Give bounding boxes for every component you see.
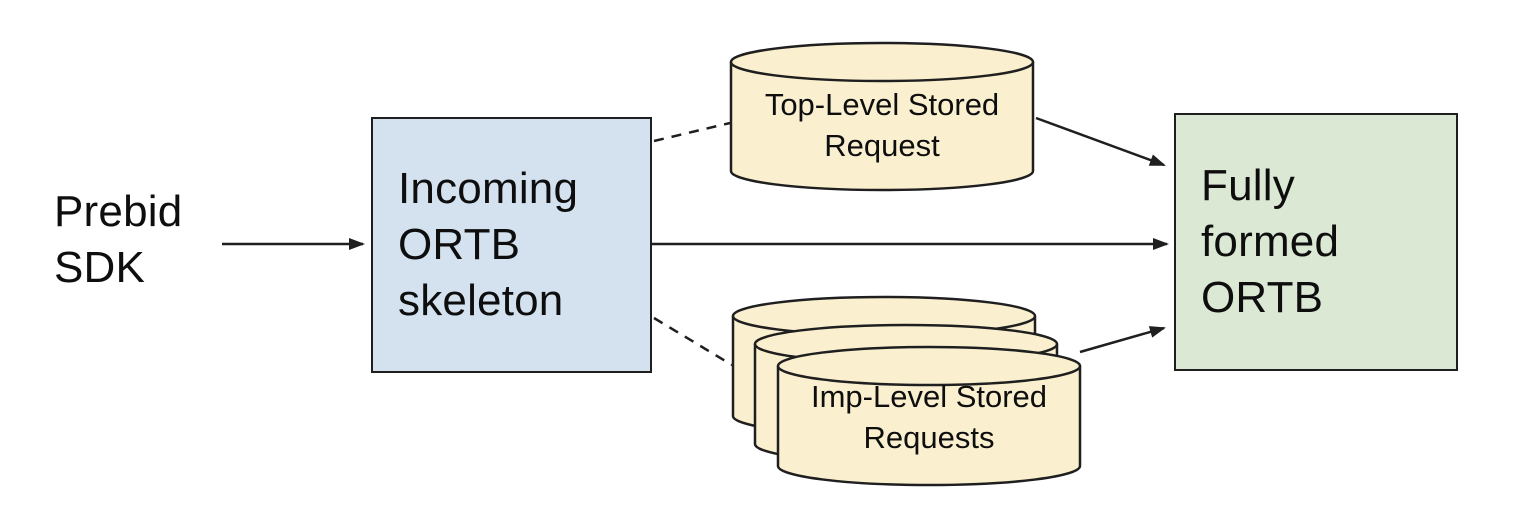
arrow-imp-cylinders-to-result (1079, 326, 1166, 354)
top-level-stored-request-label: Top-Level Stored Request (764, 87, 1000, 163)
arrow-top-cylinder-to-result (1035, 116, 1166, 167)
fully-formed-ortb-box: Fully formed ORTB (1174, 113, 1458, 371)
incoming-ortb-skeleton-label: Incoming ORTB skeleton (398, 164, 579, 325)
dashed-connector-skeleton-to-top-cylinder (653, 121, 731, 143)
dashed-connector-skeleton-to-imp-cylinders (653, 316, 733, 367)
imp-level-stored-requests-cylinder-front (776, 345, 1082, 487)
fully-formed-ortb-label: Fully formed ORTB (1201, 161, 1340, 322)
top-level-stored-request-cylinder (729, 41, 1035, 192)
prebid-sdk-label: Prebid SDK (54, 187, 183, 292)
incoming-ortb-skeleton-box: Incoming ORTB skeleton (371, 117, 652, 373)
imp-level-stored-requests-label: Imp-Level Stored Requests (810, 379, 1048, 455)
